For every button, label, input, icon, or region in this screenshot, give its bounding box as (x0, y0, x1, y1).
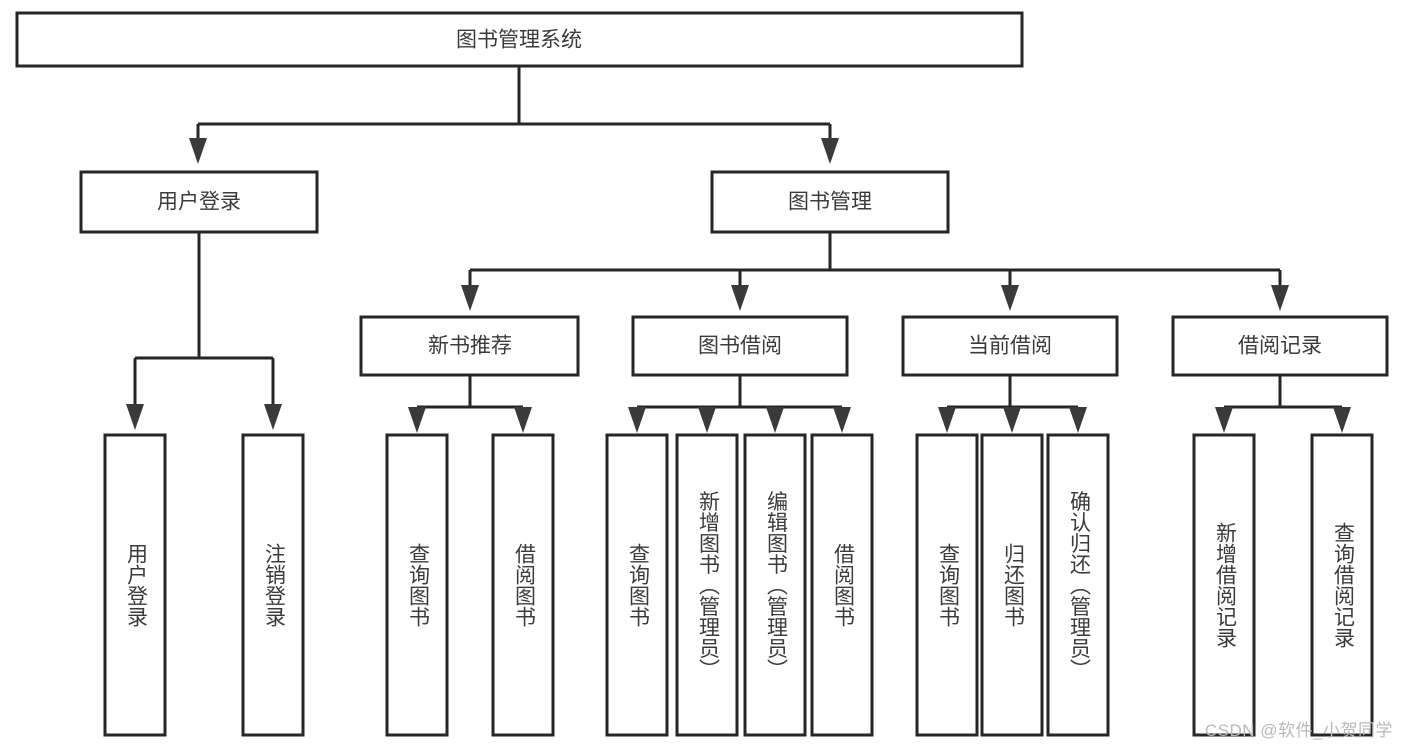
arrow-icon-to-user-login (189, 138, 207, 164)
leaf-user-login-box[interactable] (103, 433, 167, 737)
arrow-icon-to-br-query-record (1333, 407, 1351, 433)
arrow-icon-to-cb-confirm-return (1069, 407, 1087, 433)
node-current-borrow-label: 当前借阅 (968, 335, 1052, 358)
leaf-cb-confirm-return-label: 确认归还（管理员） (1068, 491, 1092, 680)
arrow-icon-to-cb-query-book (938, 407, 956, 433)
arrow-icon-to-leaf-user-login (126, 404, 144, 430)
leaf-bb-edit-book[interactable]: 编辑图书（管理员） (743, 433, 807, 737)
arrow-icon-to-current-borrow (1001, 285, 1019, 311)
node-user-login[interactable]: 用户登录 (79, 170, 319, 234)
node-book-borrow-label: 图书借阅 (698, 335, 782, 358)
leaf-logout-box[interactable] (241, 433, 305, 737)
arrow-icon-to-book-borrow (731, 285, 749, 311)
node-current-borrow[interactable]: 当前借阅 (901, 315, 1119, 377)
leaf-cb-confirm-return[interactable]: 确认归还（管理员） (1046, 433, 1110, 737)
leaf-bb-query-book-box[interactable] (605, 433, 669, 737)
leaf-bb-add-book-box[interactable] (675, 433, 739, 737)
leaf-logout[interactable]: 注销登录 (241, 433, 305, 737)
node-borrow-record-box[interactable] (1171, 315, 1389, 377)
leaf-cb-return-book-label: 归还图书 (1002, 543, 1026, 627)
leaf-nb-query-book[interactable]: 查询图书 (385, 433, 449, 737)
leaf-bb-edit-book-label: 编辑图书（管理员） (765, 491, 789, 680)
leaf-bb-edit-book-box[interactable] (743, 433, 807, 737)
node-root-system[interactable]: 图书管理系统 (15, 11, 1024, 68)
leaf-br-add-record-box[interactable] (1192, 433, 1256, 737)
node-book-borrow[interactable]: 图书借阅 (631, 315, 849, 377)
leaf-cb-query-book-box[interactable] (915, 433, 979, 737)
arrow-icon-to-nb-borrow-book (514, 407, 532, 433)
leaf-user-login[interactable]: 用户登录 (103, 433, 167, 737)
arrow-icon-to-nb-query-book (408, 407, 426, 433)
node-borrow-record[interactable]: 借阅记录 (1171, 315, 1389, 377)
leaf-nb-borrow-book-box[interactable] (491, 433, 555, 737)
node-borrow-record-label: 借阅记录 (1238, 335, 1322, 358)
leaf-bb-query-book-label: 查询图书 (627, 543, 651, 627)
leaf-nb-borrow-book[interactable]: 借阅图书 (491, 433, 555, 737)
node-user-login-label: 用户登录 (157, 191, 241, 214)
leaf-br-add-record-label: 新增借阅记录 (1214, 522, 1238, 648)
leaf-bb-add-book[interactable]: 新增图书（管理员） (675, 433, 739, 737)
leaf-bb-borrow-book-box[interactable] (810, 433, 874, 737)
leaf-bb-borrow-book[interactable]: 借阅图书 (810, 433, 874, 737)
leaf-cb-return-book[interactable]: 归还图书 (980, 433, 1044, 737)
leaf-bb-add-book-label: 新增图书（管理员） (697, 491, 721, 680)
node-current-borrow-box[interactable] (901, 315, 1119, 377)
arrow-icon-to-book-mgmt (821, 138, 839, 164)
leaf-cb-confirm-return-box[interactable] (1046, 433, 1110, 737)
arrow-icon-to-bb-edit-book (766, 407, 784, 433)
leaf-user-login-label: 用户登录 (125, 543, 149, 627)
node-new-book-recommend[interactable]: 新书推荐 (359, 315, 580, 377)
arrow-icon-to-borrow-record (1271, 285, 1289, 311)
leaf-br-query-record[interactable]: 查询借阅记录 (1310, 433, 1374, 737)
arrow-icon-to-new-book (461, 285, 479, 311)
node-new-book-recommend-label: 新书推荐 (428, 335, 512, 358)
leaf-bb-query-book[interactable]: 查询图书 (605, 433, 669, 737)
arrow-icon-to-cb-return-book (1003, 407, 1021, 433)
leaf-br-query-record-box[interactable] (1310, 433, 1374, 737)
leaf-nb-query-book-label: 查询图书 (407, 543, 431, 627)
leaf-cb-query-book-label: 查询图书 (937, 543, 961, 627)
leaf-bb-borrow-book-label: 借阅图书 (832, 543, 856, 627)
node-root-system-box[interactable] (15, 11, 1024, 68)
node-book-borrow-box[interactable] (631, 315, 849, 377)
node-book-management-label: 图书管理 (788, 191, 872, 214)
arrow-icon-to-bb-borrow-book (833, 407, 851, 433)
arrow-icon-to-br-add-record (1215, 407, 1233, 433)
node-new-book-recommend-box[interactable] (359, 315, 580, 377)
leaf-nb-query-book-box[interactable] (385, 433, 449, 737)
node-book-management[interactable]: 图书管理 (710, 170, 950, 234)
arrow-icon-to-bb-add-book (698, 407, 716, 433)
leaf-cb-return-book-box[interactable] (980, 433, 1044, 737)
leaf-logout-label: 注销登录 (263, 543, 287, 627)
leaf-nb-borrow-book-label: 借阅图书 (513, 543, 537, 627)
node-book-management-box[interactable] (710, 170, 950, 234)
node-root-system-label: 图书管理系统 (456, 29, 582, 52)
leaf-br-query-record-label: 查询借阅记录 (1332, 522, 1356, 648)
arrow-icon-to-leaf-logout (264, 404, 282, 430)
leaf-cb-query-book[interactable]: 查询图书 (915, 433, 979, 737)
leaf-br-add-record[interactable]: 新增借阅记录 (1192, 433, 1256, 737)
arrow-icon-to-bb-query-book (628, 407, 646, 433)
